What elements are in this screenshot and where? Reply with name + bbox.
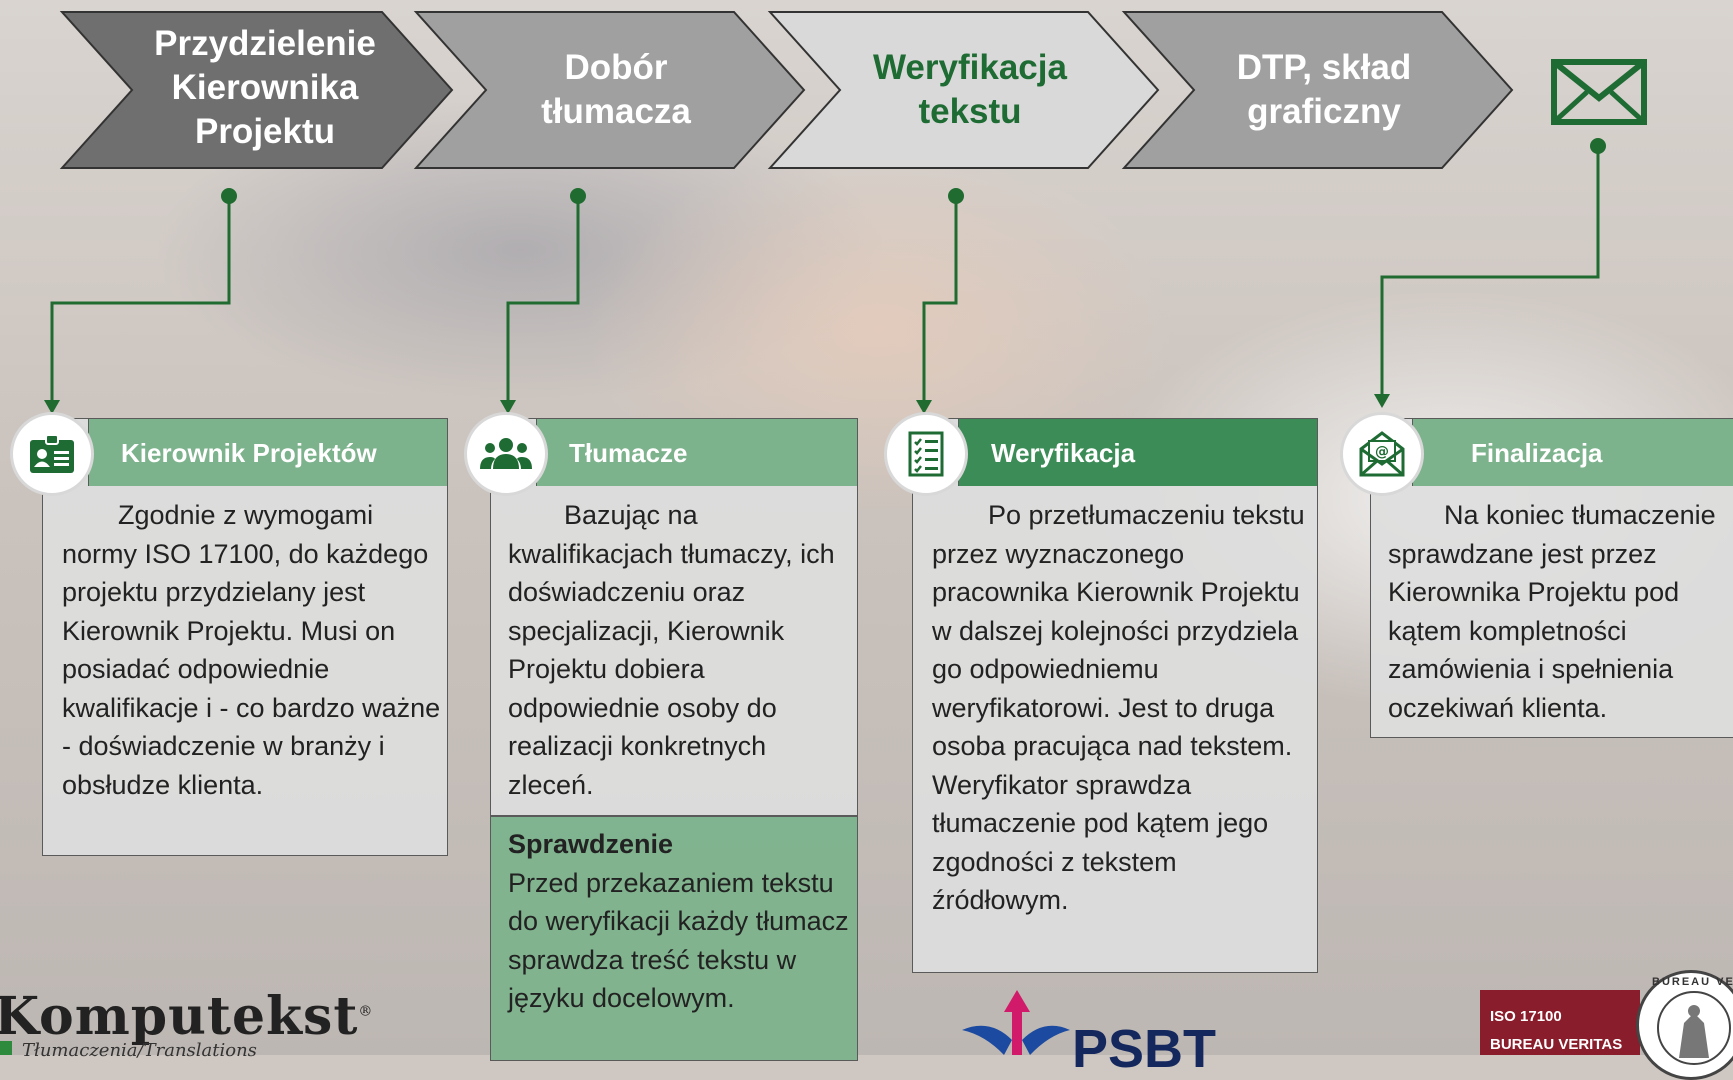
step-label-2: Dobór tłumacza — [541, 48, 691, 131]
card-header-translators: Tłumacze — [536, 418, 858, 486]
connector-dot-3 — [948, 188, 964, 204]
check-text: Przed przekazaniem tekstu do weryfikacji… — [508, 867, 849, 1014]
step-label-3: Weryfikacja tekstu — [873, 48, 1067, 131]
card-body-translators: Bazując na kwalifikacjach tłumaczy, ich … — [508, 500, 835, 800]
connectors — [50, 146, 1600, 402]
iso-badge: ISO 17100 BUREAU VERITAS — [1480, 990, 1640, 1055]
checklist-icon — [908, 431, 944, 477]
card-body-verification: Po przetłumaczeniu tekstu przez wyznaczo… — [932, 500, 1305, 915]
check-body: Sprawdzenie Przed przekazaniem tekstu do… — [508, 825, 854, 1018]
connector-1 — [50, 196, 231, 402]
card-header-verification: Weryfikacja — [958, 418, 1318, 486]
process-flow — [44, 11, 1647, 1055]
komputekst-subtitle: Tłumaczenia/Translations — [22, 1040, 257, 1061]
step-label-4: DTP, skład graficzny — [1236, 48, 1412, 131]
card-title-project-manager: Kierownik Projektów — [121, 438, 377, 468]
envelope-icon — [1551, 59, 1647, 125]
step-chevron-3 — [767, 11, 1160, 169]
komputekst-logo: Komputekst® — [0, 986, 374, 1047]
iso-label: ISO 17100 — [1490, 1008, 1562, 1025]
card-body-finalization: Na koniec tłumaczenie sprawdzane jest pr… — [1388, 500, 1716, 723]
card-icon-circle-3 — [884, 412, 968, 496]
connector-dot-1 — [221, 188, 237, 204]
step-chevron-1 — [59, 11, 454, 169]
komputekst-logo-mark — [0, 1041, 12, 1055]
card-body-project-manager: Zgodnie z wymogami normy ISO 17100, do k… — [62, 500, 441, 800]
bureau-veritas-ring-text: BUREAU VERITAS — [1652, 976, 1733, 988]
svg-text:@: @ — [1375, 444, 1389, 460]
step-chevron-4 — [1121, 11, 1514, 169]
connector-arrowhead-2 — [500, 400, 516, 414]
connector-dot-4 — [1590, 138, 1606, 154]
card-title-finalization: Finalizacja — [1471, 438, 1603, 468]
check-title: Sprawdzenie — [508, 829, 674, 859]
step-chevron-2 — [413, 11, 806, 169]
connector-4 — [1380, 146, 1600, 396]
card-title-translators: Tłumacze — [569, 438, 688, 468]
card-icon-circle-4: @ — [1340, 412, 1424, 496]
card-title-verification: Weryfikacja — [991, 438, 1136, 468]
psbt-logo-mark — [962, 990, 1070, 1055]
people-icon — [480, 438, 532, 469]
id-card-icon — [30, 434, 74, 473]
check-box — [490, 816, 858, 1061]
connector-3 — [922, 196, 958, 402]
card-header-finalization: Finalizacja — [1412, 418, 1733, 486]
psbt-logo: PSBT — [1072, 1019, 1217, 1079]
email-open-icon: @ — [1359, 431, 1405, 477]
step-label-1: Przydzielenie Kierownika Projektu — [154, 24, 376, 151]
connector-arrowhead-4 — [1374, 394, 1390, 408]
card-icon-circle-1 — [10, 412, 94, 496]
card-icon-circle-2 — [464, 412, 548, 496]
card-header-project-manager: Kierownik Projektów — [88, 418, 448, 486]
connector-arrowhead-1 — [44, 400, 60, 414]
connector-dot-2 — [570, 188, 586, 204]
connector-2 — [506, 196, 580, 402]
bureau-label: BUREAU VERITAS — [1490, 1036, 1623, 1053]
card-project-manager — [42, 418, 448, 856]
connector-arrowhead-3 — [916, 400, 932, 414]
card-verification — [912, 418, 1318, 973]
